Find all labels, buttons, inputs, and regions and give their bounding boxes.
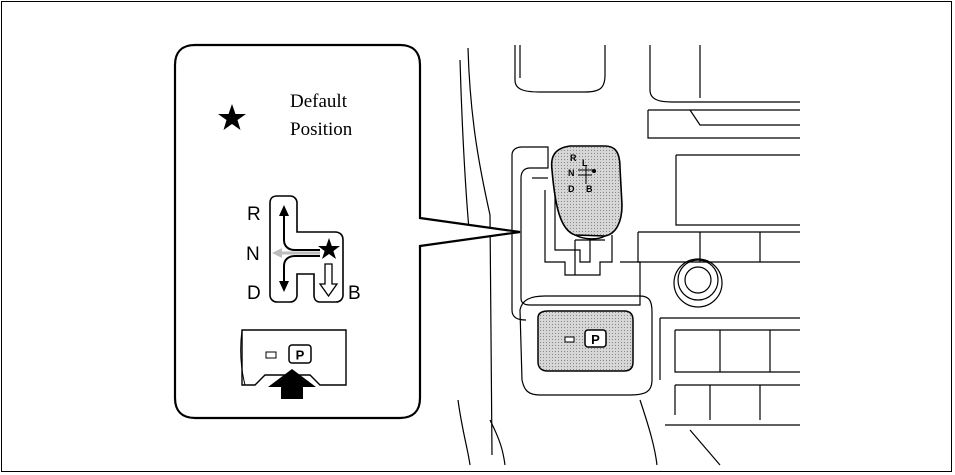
- knob-label-b: B: [586, 184, 593, 194]
- arrow-icon: [283, 239, 320, 251]
- gate-label-n: N: [246, 244, 260, 265]
- legend-text-line1: Default: [290, 91, 348, 112]
- gate-label-b: B: [348, 283, 361, 304]
- knob-label-n: N: [568, 168, 575, 178]
- park-switch-detail: P: [240, 329, 347, 399]
- knob-label-d: D: [568, 184, 575, 194]
- gate-label-d: D: [247, 283, 261, 304]
- shift-gate: R N D B: [246, 195, 361, 304]
- console-park-switch: P: [537, 310, 634, 372]
- callout-park-key: P: [296, 348, 305, 363]
- star-icon: [218, 104, 246, 130]
- knob-label-r: R: [570, 153, 577, 163]
- default-position-legend: Default Position: [218, 91, 353, 140]
- gate-star-icon: [318, 238, 340, 259]
- knob-label-l: L: [582, 158, 588, 168]
- gate-label-r: R: [247, 204, 261, 225]
- callout-box: [173, 43, 521, 420]
- push-arrow-icon: [268, 369, 316, 399]
- shift-knob: R L N D B: [550, 145, 623, 240]
- legend-text-line2: Position: [290, 119, 353, 140]
- console-drawing: [457, 45, 800, 466]
- console-park-key: P: [591, 332, 600, 347]
